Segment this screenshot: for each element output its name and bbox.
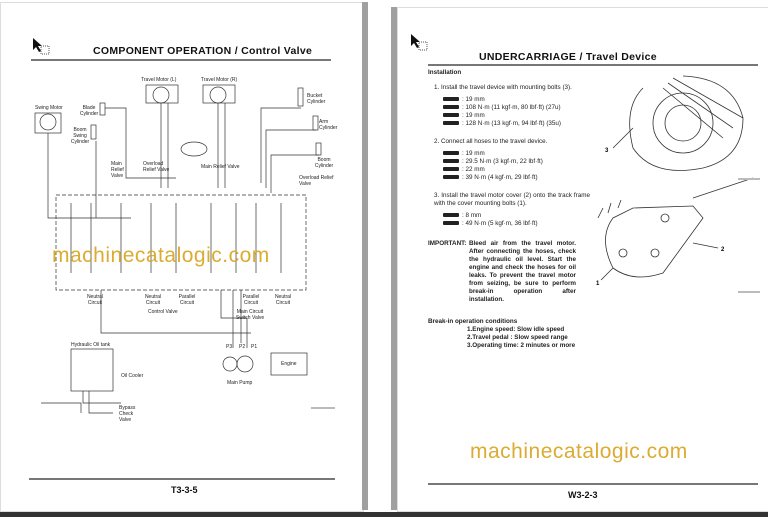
label-overload-relief-valve-1: Overload Relief Valve (143, 161, 170, 173)
label-travel-motor-l: Travel Motor (L) (141, 77, 177, 83)
footer-rule (428, 483, 758, 485)
torque-wrench-icon (443, 121, 459, 126)
label-parallel-circuit-2: Parallel Circuit (242, 294, 260, 306)
step-3-specs: : 8 mm : 49 N·m (5 kgf·m, 36 lbf·ft) (443, 212, 590, 228)
figure-code (311, 407, 335, 409)
label-main-circuit-switch-valve: Main Circuit Switch Valve (235, 309, 265, 321)
watermark: machinecatalogic.com (52, 244, 270, 267)
breakin-list: 1.Engine speed: Slow idle speed 2.Travel… (467, 326, 590, 350)
label-p2: P2 (239, 344, 246, 350)
hydraulic-circuit-diagram (34, 84, 322, 414)
installation-column: Installation 1. Install the travel devic… (428, 69, 590, 350)
step-1: 1. Install the travel device with mounti… (434, 84, 572, 91)
section-title: Installation (428, 69, 462, 76)
label-neutral-circuit-3: Neutral Circuit (274, 294, 292, 306)
cursor-icon (33, 38, 50, 55)
step-3: 3. Install the travel motor cover (2) on… (434, 192, 590, 207)
label-boom-swing-cylinder: Boom Swing Cylinder (70, 127, 90, 145)
step-1-specs: : 19 mm : 108 N·m (11 kgf·m, 80 lbf·ft) … (443, 96, 590, 128)
figure-code (738, 291, 760, 293)
wrench-icon (443, 151, 459, 156)
breakin-item: 2.Travel pedal : Slow speed range (467, 334, 568, 341)
step-2: 2. Connect all hoses to the travel devic… (434, 138, 548, 145)
wrench-icon (443, 97, 459, 102)
wrench-icon (443, 113, 459, 118)
label-neutral-circuit-1: Neutral Circuit (86, 294, 104, 306)
torque-wrench-icon (443, 175, 459, 180)
header-rule (428, 64, 758, 66)
travel-device-illustration: 3 2 1 (596, 75, 754, 287)
label-main-relief-valve-2: Main Relief Valve (201, 164, 240, 170)
right-page: UNDERCARRIAGE / Travel Device Installati… (397, 7, 768, 512)
step-2-specs: : 19 mm : 29.5 N·m (3 kgf·m, 22 lbf·ft) … (443, 150, 590, 182)
page-edge (391, 7, 397, 510)
breakin-title: Break-in operation conditions (428, 318, 518, 325)
cursor-icon (411, 34, 428, 51)
footer-rule (29, 478, 335, 480)
hex-key-icon (443, 213, 459, 218)
breakin-item: 1.Engine speed: Slow idle speed (467, 326, 565, 333)
callout-2: 2 (721, 247, 725, 253)
watermark: machinecatalogic.com (470, 440, 688, 463)
label-hydraulic-oil-tank: Hydraulic Oil tank (71, 342, 111, 348)
page-number: W3-2-3 (568, 490, 598, 500)
label-blade-cylinder: Blade Cylinder (79, 105, 99, 117)
page-header: UNDERCARRIAGE / Travel Device (479, 51, 657, 63)
page-edge (362, 2, 368, 510)
label-control-valve: Control Valve (148, 309, 178, 315)
page-number: T3-3-5 (171, 485, 198, 495)
label-oil-cooler: Oil Cooler (121, 373, 144, 379)
label-bucket-cylinder: Bucket Cylinder (307, 93, 326, 105)
label-engine: Engine (281, 361, 297, 367)
wrench-icon (443, 167, 459, 172)
label-arm-cylinder: Arm Cylinder (319, 119, 338, 131)
breakin-item: 3.Operating time: 2 minutes or more (467, 342, 576, 349)
torque-wrench-icon (443, 221, 459, 226)
label-p3: P3 (226, 344, 233, 350)
torque-wrench-icon (443, 105, 459, 110)
label-main-relief-valve-1: Main Relief Valve (111, 161, 124, 179)
torque-wrench-icon (443, 159, 459, 164)
label-parallel-circuit-1: Parallel Circuit (178, 294, 196, 306)
important-text: Bleed air from the travel motor. After c… (469, 240, 576, 303)
important-note: IMPORTANT: Bleed air from the travel mot… (428, 240, 590, 304)
figure-code (738, 178, 760, 180)
header-rule (31, 59, 331, 61)
label-bypass-check-valve: Bypass Check Valve (119, 405, 136, 423)
callout-1: 1 (596, 281, 600, 287)
left-page: COMPONENT OPERATION / Control Valve Swin… (0, 2, 364, 512)
label-swing-motor: Swing Motor (35, 105, 63, 111)
important-label: IMPORTANT: (428, 240, 467, 247)
page-header: COMPONENT OPERATION / Control Valve (93, 45, 313, 57)
viewer-bottom-bar (0, 512, 768, 517)
label-main-pump: Main Pump (227, 380, 253, 386)
callout-3: 3 (605, 148, 609, 154)
label-travel-motor-r: Travel Motor (R) (201, 77, 238, 83)
label-neutral-circuit-2: Neutral Circuit (144, 294, 162, 306)
label-overload-relief-valve-2: Overload Relief Valve (299, 175, 334, 187)
label-p1: P1 (251, 344, 258, 350)
label-boom-cylinder: Boom Cylinder (314, 157, 334, 169)
